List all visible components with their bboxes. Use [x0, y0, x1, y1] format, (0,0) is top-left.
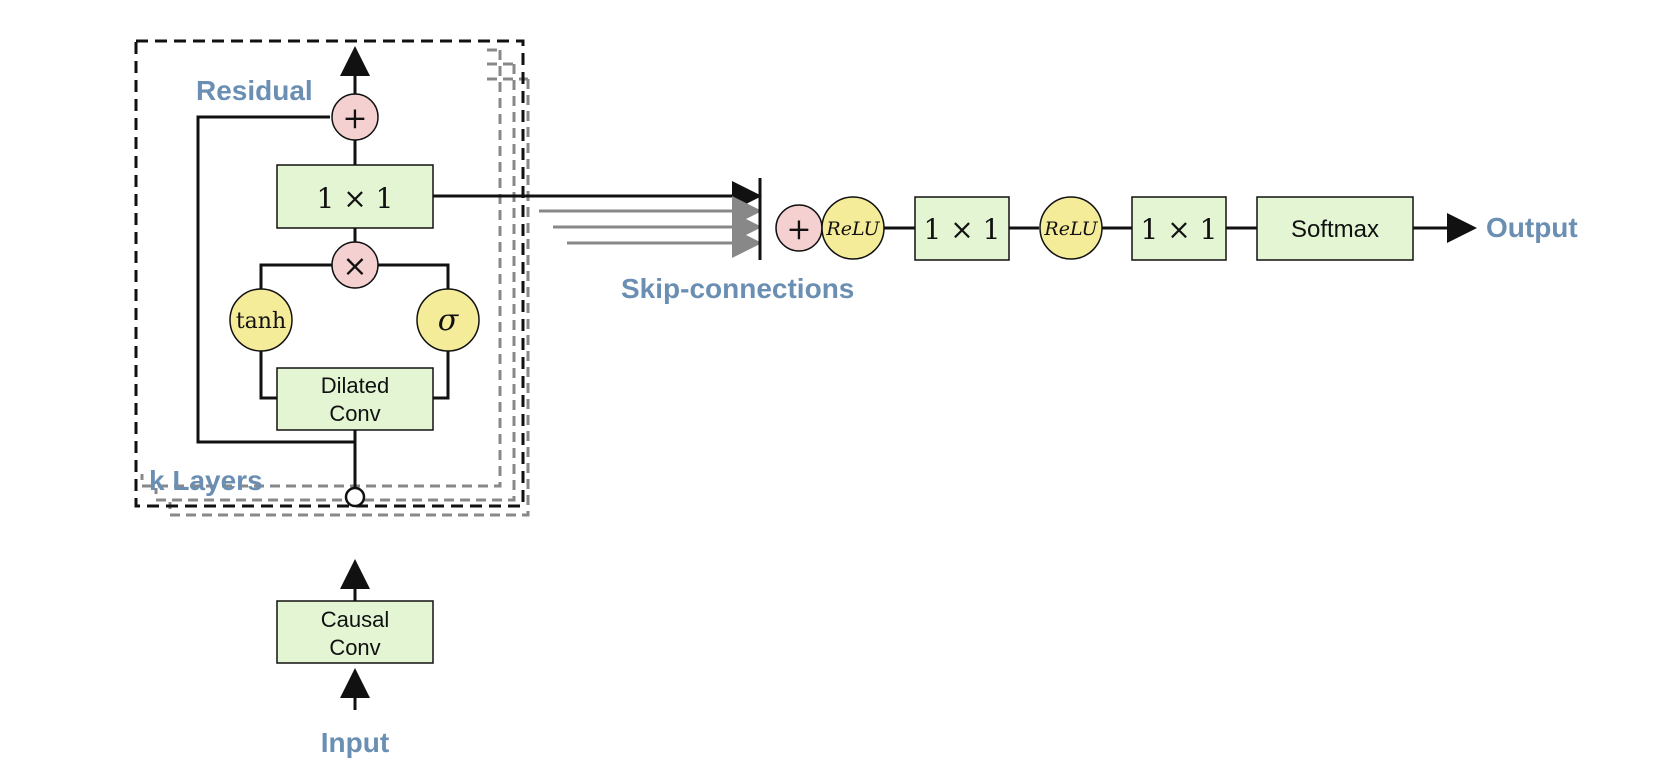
- tanh-label: tanh: [236, 309, 286, 334]
- softmax-label: Softmax: [1291, 216, 1379, 243]
- dilated-conv-line2: Conv: [329, 401, 380, 426]
- tanh-to-conv-wire: [259, 351, 277, 400]
- output-label: Output: [1486, 212, 1578, 243]
- residual-layer-frame: [134, 39, 525, 508]
- multiply-icon: ×: [342, 249, 367, 284]
- softmax-block: Softmax: [1256, 196, 1414, 261]
- relu-b-label: ReLU: [1043, 218, 1098, 240]
- stacked-layer-frames: [140, 48, 530, 517]
- relu-node-b: ReLU: [1039, 196, 1103, 260]
- multiply-node: ×: [331, 241, 379, 289]
- sigma-node: σ: [416, 288, 480, 352]
- input-label: Input: [321, 727, 389, 758]
- output-1x1-block-a: 1 × 1: [914, 196, 1010, 261]
- dilated-conv-line1: Dilated: [321, 373, 389, 398]
- output-1x1-b-label: 1 × 1: [1141, 213, 1218, 246]
- residual-add-node: +: [331, 93, 379, 141]
- dilated-conv-block: Dilated Conv: [276, 367, 434, 431]
- relu-node-a: ReLU: [821, 196, 885, 260]
- add-icon: +: [342, 101, 367, 136]
- causal-conv-block: Causal Conv: [276, 600, 434, 664]
- output-1x1-block-b: 1 × 1: [1131, 196, 1227, 261]
- layer-input-node: [344, 486, 366, 508]
- causal-conv-line2: Conv: [329, 635, 380, 660]
- k-layers-label: k Layers: [149, 465, 263, 496]
- skip-add-node: +: [775, 204, 823, 252]
- tanh-node: tanh: [229, 288, 293, 352]
- inner-1x1-label: 1 × 1: [317, 182, 394, 215]
- residual-label: Residual: [196, 75, 313, 106]
- skip-connections-label: Skip-connections: [621, 273, 854, 304]
- causal-conv-line1: Causal: [321, 607, 389, 632]
- skip-add-icon: +: [786, 212, 811, 247]
- relu-a-label: ReLU: [825, 218, 880, 240]
- sigma-to-conv-wire: [433, 351, 450, 400]
- sigma-label: σ: [438, 303, 460, 338]
- inner-1x1-block: 1 × 1: [276, 164, 434, 229]
- residual-skip-wire: [196, 115, 355, 444]
- output-1x1-a-label: 1 × 1: [924, 213, 1001, 246]
